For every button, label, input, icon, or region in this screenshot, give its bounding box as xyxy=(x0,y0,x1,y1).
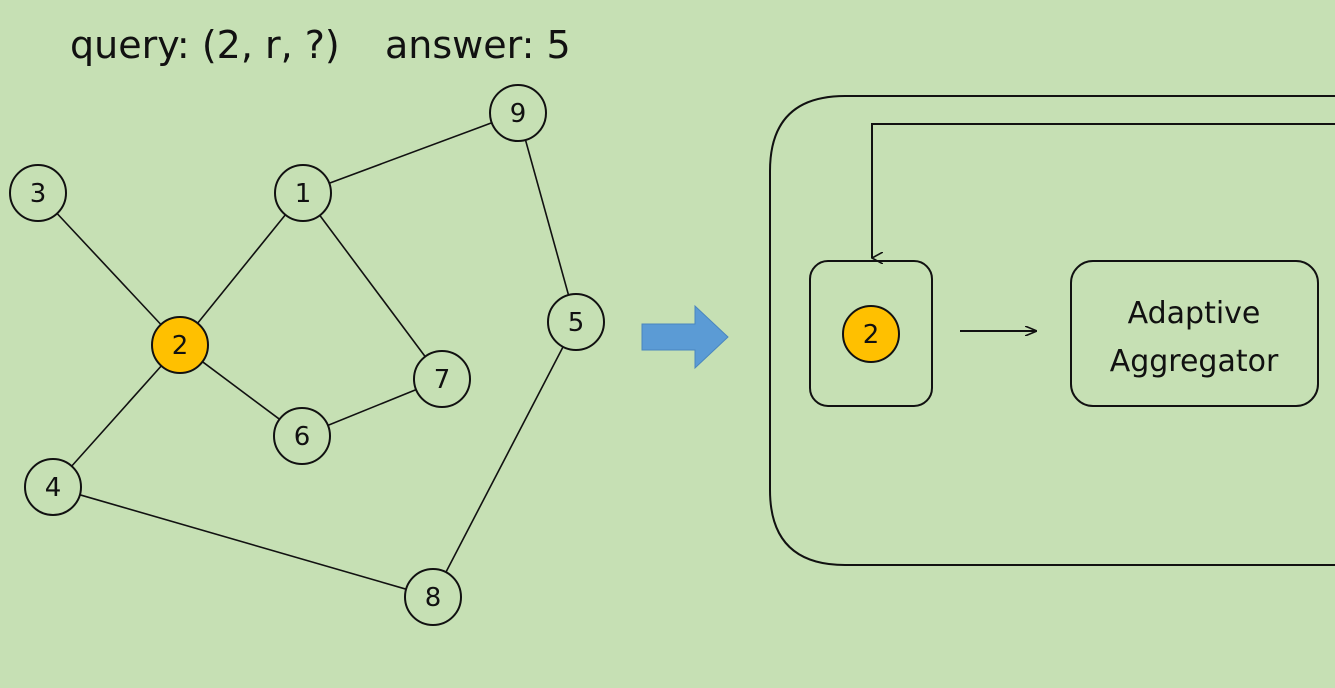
graph-node-label-5: 5 xyxy=(568,308,585,338)
graph-node-1: 1 xyxy=(274,164,332,222)
graph-node-circle-4 xyxy=(24,458,82,516)
graph-node-7: 7 xyxy=(413,350,471,408)
graph-node-circle-2 xyxy=(151,316,209,374)
feedback-loop-line xyxy=(871,123,1335,258)
graph-nodes: 1 2 3 4 5 6 7 8 9 xyxy=(9,84,605,626)
transition-arrow-icon xyxy=(641,304,729,370)
graph-node-9: 9 xyxy=(489,84,547,142)
graph-edge-2-6 xyxy=(201,361,281,420)
query-node-box xyxy=(809,260,933,407)
graph-edge-1-9 xyxy=(328,122,493,184)
graph-node-circle-7 xyxy=(413,350,471,408)
graph-node-label-4: 4 xyxy=(45,473,62,503)
graph-edges xyxy=(56,122,570,590)
graph-node-circle-6 xyxy=(273,407,331,465)
graph-node-2: 2 xyxy=(151,316,209,374)
aggregator-label-line1: Adaptive xyxy=(1128,296,1261,331)
graph-node-circle-3 xyxy=(9,164,67,222)
graph-node-label-1: 1 xyxy=(295,179,312,209)
graph-node-circle-8 xyxy=(404,568,462,626)
aggregator-label-line2: Aggregator xyxy=(1110,344,1279,379)
model-container xyxy=(769,95,1335,566)
graph-edge-7-6 xyxy=(327,388,417,427)
graph-node-4: 4 xyxy=(24,458,82,516)
query-node-label: 2 xyxy=(863,320,880,350)
graph-node-3: 3 xyxy=(9,164,67,222)
graph-edge-5-8 xyxy=(445,346,564,573)
graph-edge-3-2 xyxy=(56,212,162,326)
graph-node-circle-5 xyxy=(547,293,605,351)
graph-edge-1-7 xyxy=(319,214,426,358)
graph-node-label-6: 6 xyxy=(294,422,311,452)
graph-edge-2-1 xyxy=(196,214,287,324)
graph-node-label-2: 2 xyxy=(172,331,189,361)
graph-edge-4-8 xyxy=(79,494,407,590)
graph-node-8: 8 xyxy=(404,568,462,626)
answer-text: answer: 5 xyxy=(385,23,571,67)
query-text: query: (2, r, ?) xyxy=(70,23,340,67)
graph-node-label-3: 3 xyxy=(30,179,47,209)
graph-edge-2-4 xyxy=(71,365,162,467)
query-node-circle xyxy=(842,305,900,363)
graph-node-5: 5 xyxy=(547,293,605,351)
graph-node-label-7: 7 xyxy=(434,365,451,395)
graph-node-6: 6 xyxy=(273,407,331,465)
graph-node-label-8: 8 xyxy=(425,583,442,613)
graph-node-label-9: 9 xyxy=(510,99,527,129)
graph-node-circle-1 xyxy=(274,164,332,222)
adaptive-aggregator-box xyxy=(1070,260,1319,407)
graph-node-circle-9 xyxy=(489,84,547,142)
graph-edge-9-5 xyxy=(524,139,570,296)
